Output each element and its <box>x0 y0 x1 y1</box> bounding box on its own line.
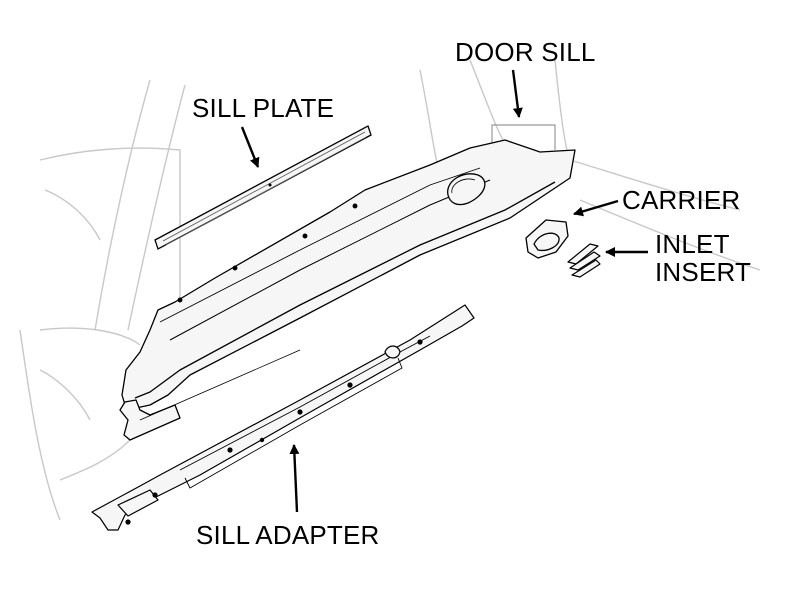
car-body-outline <box>19 59 761 521</box>
sill-adapter-label: SILL ADAPTER <box>196 520 380 550</box>
sill-plate-arrow <box>240 126 260 168</box>
door-sill-part <box>119 139 576 441</box>
carrier-arrow <box>573 199 619 217</box>
inlet-insert-part <box>567 243 601 278</box>
door-sill-arrow <box>511 69 523 118</box>
door-sill-bracket <box>491 124 556 150</box>
sill-plate-part <box>154 125 372 250</box>
sill-adapter-part <box>91 304 475 531</box>
carrier-part <box>525 219 569 259</box>
leader-arrows <box>240 69 648 513</box>
sill-plate-label: SILL PLATE <box>192 93 335 123</box>
door-sill-label: DOOR SILL <box>455 37 596 67</box>
inlet-insert-label-line2: INSERT <box>655 257 752 287</box>
sill-adapter-arrow <box>289 444 300 513</box>
inlet-insert-label-line1: INLET <box>655 229 730 259</box>
carrier-label: CARRIER <box>622 185 741 215</box>
